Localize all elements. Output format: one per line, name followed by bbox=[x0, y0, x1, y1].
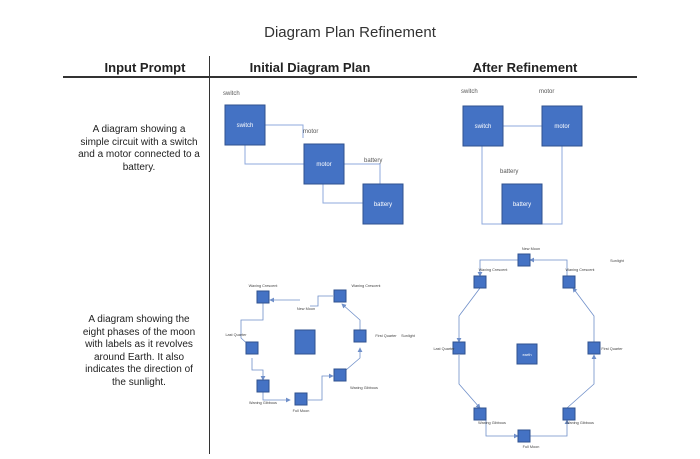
label-waning-crescent: Waning Crescent bbox=[566, 268, 596, 272]
label-last-quarter: Last Quarter bbox=[433, 347, 455, 351]
wire-motor-battery bbox=[542, 146, 563, 225]
earth-box bbox=[516, 343, 538, 365]
label-new-moon: New Moon bbox=[297, 307, 315, 311]
phase-box-waning-crescent bbox=[562, 275, 576, 289]
label-first-quarter: First Quarter bbox=[375, 334, 397, 338]
earth-box bbox=[294, 329, 316, 355]
initial-battery-box: battery bbox=[362, 183, 404, 225]
label-last-quarter: Last Quarter bbox=[225, 333, 247, 337]
phase-box-waning-crescent bbox=[333, 289, 347, 303]
refined-moon-orbit bbox=[456, 257, 597, 439]
label-waxing-crescent: Waxing Crescent bbox=[249, 284, 279, 288]
phase-box-first-quarter bbox=[353, 329, 367, 343]
motor-box-label: motor bbox=[316, 162, 331, 168]
label-motor: motor bbox=[303, 129, 318, 135]
phase-box-new-moon bbox=[517, 253, 531, 267]
page-title: Diagram Plan Refinement bbox=[264, 24, 436, 41]
label-battery: battery bbox=[364, 158, 382, 164]
phase-box-waning-gibbous bbox=[256, 379, 270, 393]
refined-moon-phases: earth bbox=[452, 253, 601, 443]
label-switch: switch bbox=[223, 91, 240, 97]
phase-box-waxing-gibbous bbox=[333, 368, 347, 382]
header-divider bbox=[63, 76, 637, 78]
label-waxing-crescent: Waxing Crescent bbox=[479, 268, 509, 272]
refined-motor-box: motor bbox=[541, 105, 583, 147]
label-new-moon: New Moon bbox=[522, 247, 540, 251]
label-full-moon: Full Moon bbox=[523, 445, 540, 449]
motor-box-label: motor bbox=[554, 124, 569, 130]
label-full-moon: Full Moon bbox=[293, 409, 310, 413]
wire-switch-motor-lower bbox=[244, 145, 304, 165]
label-sunlight: Sunlight bbox=[610, 259, 625, 263]
prompt-circuit: A diagram showing a simple circuit with … bbox=[78, 124, 200, 173]
wire-motor-battery bbox=[343, 163, 381, 184]
label-first-quarter: First Quarter bbox=[601, 347, 623, 351]
phase-box-last-quarter bbox=[452, 341, 466, 355]
label-sunlight: Sunlight bbox=[401, 334, 416, 338]
initial-circuit-diagram bbox=[244, 124, 381, 204]
column-header-after-refinement: After Refinement bbox=[472, 60, 578, 75]
battery-box-label: battery bbox=[374, 202, 392, 208]
label-waning-gibbous: Waning Gibbous bbox=[566, 421, 594, 425]
earth-label: earth bbox=[522, 352, 531, 357]
phase-box-last-quarter bbox=[245, 341, 259, 355]
phase-box-waxing-crescent bbox=[256, 290, 270, 304]
column-header-initial-plan: Initial Diagram Plan bbox=[249, 60, 371, 75]
label-waning-crescent: Waning Crescent bbox=[352, 284, 382, 288]
wire-switch-battery bbox=[481, 146, 502, 225]
wire-switch-motor bbox=[265, 124, 304, 138]
prompt-moon-phases: A diagram showing the eight phases of th… bbox=[82, 314, 196, 388]
label-waning-gibbous: Waning Gibbous bbox=[249, 401, 277, 405]
label-switch: switch bbox=[461, 89, 478, 95]
refined-circuit-diagram bbox=[481, 125, 563, 225]
label-motor: motor bbox=[539, 89, 554, 95]
phase-box-waning-gibbous bbox=[562, 407, 576, 421]
initial-motor-box: motor bbox=[303, 143, 345, 185]
switch-box-label: switch bbox=[237, 123, 254, 129]
phase-box-first-quarter bbox=[587, 341, 601, 355]
column-divider bbox=[209, 56, 210, 454]
label-waxing-gibbous: Waxing Gibbous bbox=[478, 421, 506, 425]
phase-box-waxing-crescent bbox=[473, 275, 487, 289]
battery-box-label: battery bbox=[513, 202, 531, 208]
label-battery: battery bbox=[500, 169, 518, 175]
initial-switch-box: switch bbox=[224, 104, 266, 146]
phase-box-full-moon bbox=[294, 392, 308, 406]
column-header-input-prompt: Input Prompt bbox=[104, 60, 186, 75]
phase-box-waxing-gibbous bbox=[473, 407, 487, 421]
wire-motor-battery-lower bbox=[322, 184, 363, 204]
phase-box-full-moon bbox=[517, 429, 531, 443]
refined-switch-box: switch bbox=[462, 105, 504, 147]
switch-box-label: switch bbox=[475, 124, 492, 130]
refined-battery-box: battery bbox=[501, 183, 543, 225]
initial-moon-phases bbox=[245, 289, 367, 406]
label-waxing-gibbous: Waxing Gibbous bbox=[350, 386, 378, 390]
